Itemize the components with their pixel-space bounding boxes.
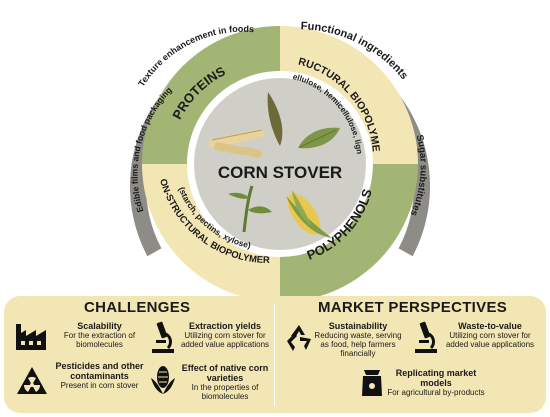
microscope-icon: [415, 321, 437, 353]
panel-divider: [274, 304, 275, 406]
microscope-icon: [152, 321, 174, 353]
leaf-icon: [298, 127, 340, 149]
market-sustainability: Sustainability Reducing waste, serving a…: [314, 321, 402, 358]
bottom-panel: [4, 296, 546, 413]
recycle-icon: [287, 325, 311, 351]
husk-icon: [267, 92, 283, 146]
corn-cob-icon: [286, 190, 332, 238]
center-circle: [194, 78, 366, 250]
challenge-extraction-yields: Extraction yields Utilizing corn stover …: [180, 321, 270, 349]
corn-icon: [151, 366, 175, 394]
corn-plant-icon: [228, 185, 272, 233]
challenges-title: CHALLENGES: [84, 299, 191, 316]
challenge-native-varieties: Effect of native corn varieties In the p…: [181, 363, 269, 401]
center-label: CORN STOVER: [218, 163, 342, 182]
challenge-pesticides: Pesticides and other contaminants Presen…: [55, 361, 144, 390]
market-title: MARKET PERSPECTIVES: [318, 299, 508, 316]
market-waste-to-value: Waste-to-value Utilizing corn stover for…: [445, 321, 535, 349]
radiation-icon: [17, 367, 47, 394]
corn-stalk-pieces-icon: [208, 128, 264, 158]
factory-icon: [16, 324, 46, 350]
corn-stover-wheel: CORN STOVER PROTEINS STRUCTURAL BIOPOLYM…: [0, 0, 430, 300]
challenge-scalability: Scalability For the extraction of biomol…: [63, 321, 136, 349]
market-replicating-models: Replicating market models For agricultur…: [387, 368, 485, 397]
bag-icon: [362, 370, 382, 396]
